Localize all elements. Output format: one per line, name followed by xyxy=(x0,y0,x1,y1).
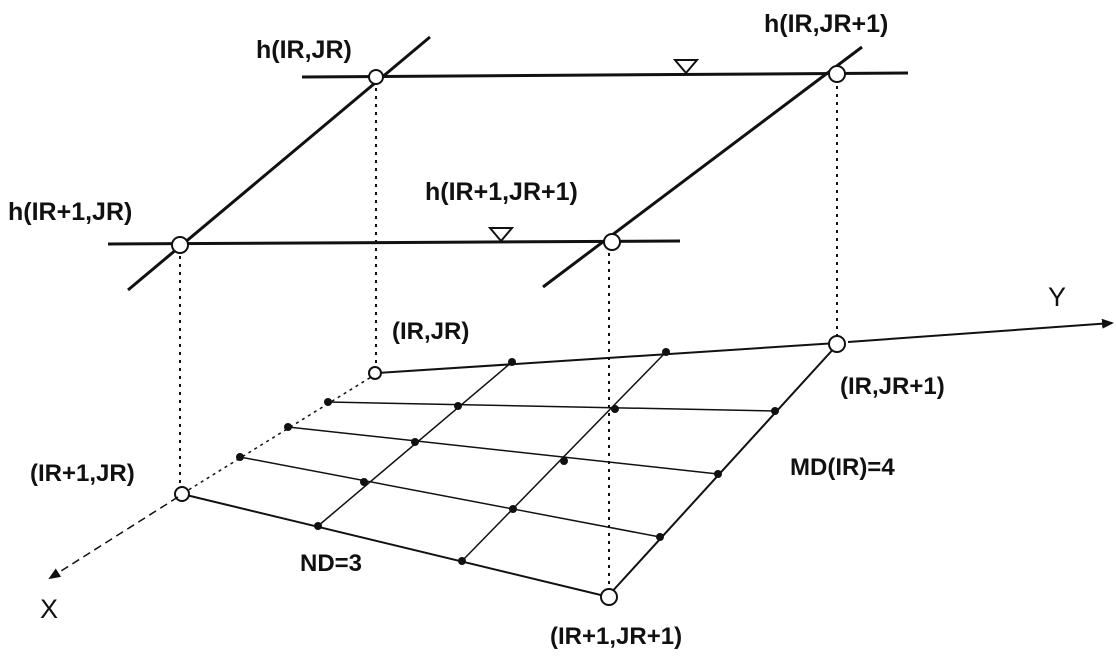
grid-point xyxy=(411,438,419,446)
label-ir-jr1: (IR,JR+1) xyxy=(840,373,945,400)
axes xyxy=(48,318,1114,580)
label-ir1-jr: (IR+1,JR) xyxy=(30,460,135,487)
grid-point xyxy=(611,405,619,413)
label-h-ir1-jr1: h(IR+1,JR+1) xyxy=(425,178,578,206)
node-ir1-jr xyxy=(174,486,190,502)
grid-edge-top xyxy=(377,342,838,374)
grid-line-row-3 xyxy=(239,456,661,538)
grid-point xyxy=(284,423,292,431)
node-h-ir-jr xyxy=(368,69,384,85)
grid-point xyxy=(714,470,722,478)
water-surface-line-back xyxy=(301,71,909,79)
water-level-marker-front xyxy=(487,227,515,243)
grid-point xyxy=(314,522,322,530)
water-level-markers xyxy=(487,59,700,243)
cross-line-left xyxy=(127,35,431,292)
cross-line-right xyxy=(542,45,863,289)
grid-point xyxy=(509,505,517,513)
grid-line-col-2 xyxy=(461,351,667,562)
axis-label-x: X xyxy=(40,594,59,624)
projection-lines xyxy=(179,78,838,595)
grid-point xyxy=(662,348,670,356)
node-h-ir-jr1 xyxy=(828,65,846,83)
y-axis-arrow xyxy=(847,318,1114,343)
axis-label-y: Y xyxy=(1048,282,1067,312)
label-ir1-jr1: (IR+1,JR+1) xyxy=(550,623,683,650)
node-h-ir1-jr xyxy=(171,236,189,254)
ground-grid xyxy=(181,342,838,598)
grid-point xyxy=(360,478,368,486)
water-surface-line-front xyxy=(107,239,681,246)
grid-point xyxy=(771,407,779,415)
grid-point xyxy=(236,453,244,461)
label-nd: ND=3 xyxy=(300,550,363,577)
x-axis-arrow xyxy=(48,496,179,580)
water-level-marker-back xyxy=(672,59,700,75)
grid-point xyxy=(656,533,664,541)
grid-point xyxy=(560,457,568,465)
label-md: MD(IR)=4 xyxy=(790,454,895,481)
node-h-ir1-jr1 xyxy=(603,233,621,251)
label-h-ir1-jr: h(IR+1,JR) xyxy=(8,198,133,226)
node-ir-jr xyxy=(368,366,382,380)
grid-edge-bottom xyxy=(181,493,610,598)
water-surface-lines xyxy=(107,35,909,292)
label-h-ir-jr1: h(IR,JR+1) xyxy=(764,10,889,38)
grid-points xyxy=(236,348,779,565)
label-h-ir-jr: h(IR,JR) xyxy=(256,36,352,64)
grid-line-row-2 xyxy=(287,426,719,475)
grid-point xyxy=(508,358,516,366)
grid-edge-left xyxy=(181,373,377,495)
grid-point xyxy=(454,402,462,410)
grid-point xyxy=(458,557,466,565)
label-ir-jr: (IR,JR) xyxy=(392,318,470,345)
grid-point xyxy=(324,398,332,406)
node-ir-jr1 xyxy=(828,335,846,353)
grid-edge-right xyxy=(608,344,838,596)
node-ir1-jr1 xyxy=(600,588,618,606)
node-circles xyxy=(171,65,846,606)
grid-line-row-1 xyxy=(327,401,776,412)
